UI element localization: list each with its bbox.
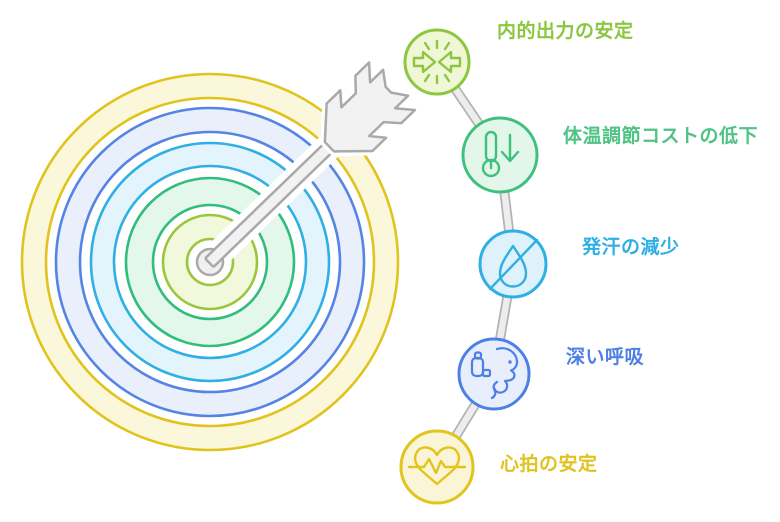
yellow-ring-band bbox=[22, 74, 398, 450]
chain-item-thermoregulation: 体温調節コストの低下 bbox=[461, 116, 758, 194]
chain-item-internal-output: 内的出力の安定 bbox=[403, 19, 634, 96]
chain-item-deep-breathing: 深い呼吸 bbox=[457, 337, 645, 411]
blue-ring-inner-border bbox=[78, 130, 342, 394]
green-ring-outer-border bbox=[124, 176, 296, 348]
blue-ring-band bbox=[56, 108, 364, 416]
no-sweat-droplet-icon bbox=[488, 238, 539, 291]
yellow-ring-inner-border bbox=[44, 96, 376, 428]
converge-arrows-icon bbox=[412, 39, 462, 85]
label-thermoregulation: 体温調節コストの低下 bbox=[563, 124, 758, 147]
label-stable-heart-rate: 心拍の安定 bbox=[500, 452, 598, 475]
heart-ecg-icon bbox=[407, 446, 467, 486]
target-rings bbox=[20, 72, 400, 452]
chain-item-less-sweating: 発汗の減少 bbox=[478, 229, 680, 299]
item-circle bbox=[403, 28, 471, 96]
arrow-fletching bbox=[323, 61, 417, 153]
green-ring-inner-border bbox=[151, 203, 269, 321]
label-internal-output: 内的出力の安定 bbox=[497, 19, 634, 42]
yellow-ring-outer-border bbox=[20, 72, 400, 452]
cyan-ring-outer-border bbox=[89, 141, 331, 383]
deep-breath-icon bbox=[470, 347, 519, 400]
blue-ring-outer-border bbox=[54, 106, 366, 418]
label-less-sweating: 発汗の減少 bbox=[581, 235, 680, 258]
green-ring-band bbox=[126, 178, 294, 346]
cyan-ring-inner-border bbox=[112, 164, 308, 360]
item-circle bbox=[461, 116, 539, 194]
item-circle bbox=[457, 337, 531, 411]
dart-arrow bbox=[195, 58, 420, 277]
label-deep-breathing: 深い呼吸 bbox=[566, 345, 645, 368]
thermometer-down-icon bbox=[481, 130, 520, 178]
cyan-ring-band bbox=[91, 143, 329, 381]
chain-item-stable-heart-rate: 心拍の安定 bbox=[399, 429, 598, 505]
